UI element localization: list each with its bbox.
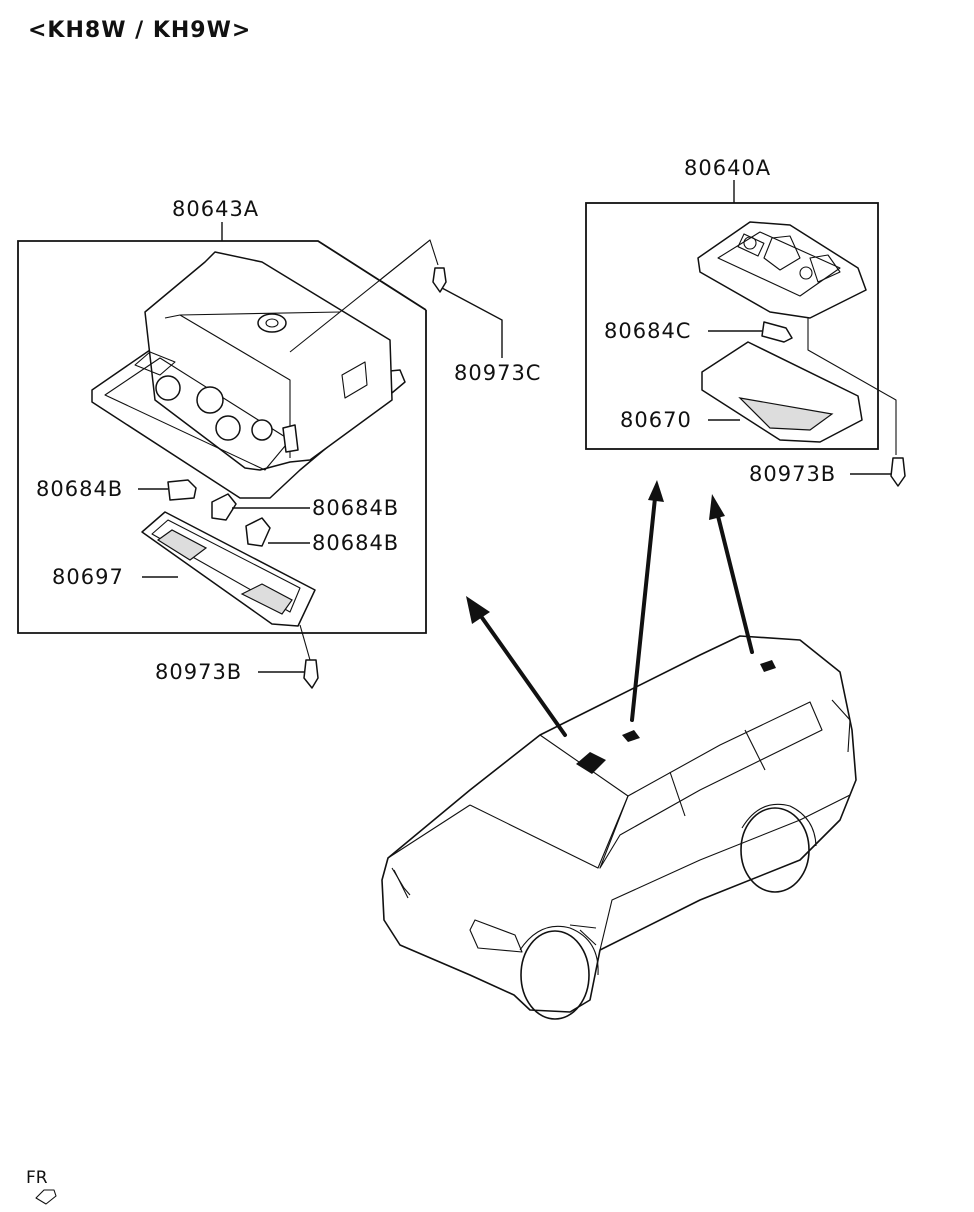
diagram-title: <KH8W / KH9W> [28, 18, 251, 43]
cargo-lamp-group: 80640A 80684C 80670 [585, 156, 906, 487]
cargo-lamp-location-a [622, 730, 640, 742]
cargo-lamp-housing [697, 221, 867, 319]
cargo-lamp-screw: 80973B [749, 318, 906, 487]
part-label-80684b-3[interactable]: 80684B [312, 531, 399, 555]
vehicle-outline [381, 635, 857, 1020]
part-label-80684c[interactable]: 80684C [604, 319, 691, 343]
room-lamp-screw: 80973B [155, 624, 319, 689]
cargo-lamp-lens: 80670 [620, 341, 863, 443]
front-direction-label: FR [26, 1168, 48, 1188]
room-lamp-housing [91, 251, 406, 499]
front-arrow-icon [35, 1189, 57, 1205]
location-arrows [466, 480, 754, 737]
room-lamp-location [576, 752, 606, 774]
room-lamp-clip: 80973C [289, 239, 541, 385]
part-label-80684b-2[interactable]: 80684B [312, 496, 399, 520]
part-label-80640a[interactable]: 80640A [684, 156, 771, 180]
room-lamp-box [17, 240, 427, 634]
cargo-lamp-location-b [760, 660, 776, 672]
part-label-80973c[interactable]: 80973C [454, 361, 541, 385]
room-lamp-lens: 80697 [52, 511, 316, 627]
part-label-80643a[interactable]: 80643A [172, 197, 259, 221]
part-label-80973b-left[interactable]: 80973B [155, 660, 242, 684]
room-lamp-bulb-left: 80684B [36, 477, 197, 501]
part-label-80697[interactable]: 80697 [52, 565, 124, 589]
part-label-80973b-right[interactable]: 80973B [749, 462, 836, 486]
cargo-lamp-box [585, 202, 879, 450]
cargo-lamp-bulb: 80684C [604, 319, 793, 343]
part-label-80670[interactable]: 80670 [620, 408, 692, 432]
part-label-80684b-1[interactable]: 80684B [36, 477, 123, 501]
arrow-room-lamp [476, 610, 567, 737]
room-lamp-group: 80643A 80973C [17, 197, 541, 689]
arrow-cargo-lamp-b [715, 510, 754, 654]
room-lamp-bulb-right: 80684B [245, 517, 399, 555]
front-direction-indicator: FR [26, 1168, 57, 1205]
arrow-cargo-lamp-a [630, 496, 657, 722]
room-lamp-bulb-mid: 80684B [211, 493, 399, 521]
